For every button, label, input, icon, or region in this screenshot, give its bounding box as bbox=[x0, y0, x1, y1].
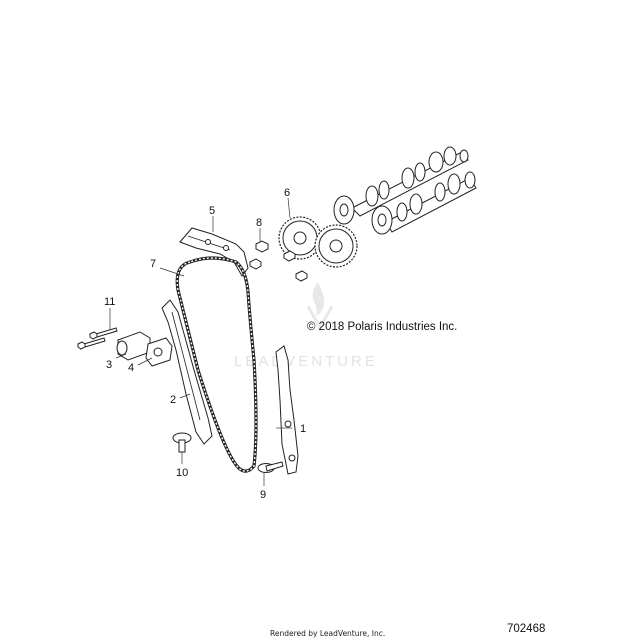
cam-sprocket-right bbox=[314, 224, 358, 268]
copyright-text: © 2018 Polaris Industries Inc. bbox=[307, 321, 457, 333]
callout-9: 9 bbox=[260, 489, 266, 501]
leader-3 bbox=[115, 353, 127, 359]
leader-7 bbox=[159, 267, 185, 277]
callout-5: 5 bbox=[209, 205, 215, 217]
chain-tensioner-guide bbox=[161, 299, 213, 445]
chain-guide-fixed bbox=[275, 345, 299, 475]
leader-2 bbox=[179, 393, 191, 399]
callout-11: 11 bbox=[104, 296, 115, 308]
callout-4: 4 bbox=[128, 362, 134, 374]
callout-7: 7 bbox=[150, 258, 156, 270]
chain-guide-upper bbox=[179, 227, 249, 277]
camshaft-upper bbox=[333, 146, 469, 225]
sprocket-bolt bbox=[283, 250, 296, 262]
callout-10: 10 bbox=[176, 467, 188, 479]
watermark-text: LEADVENTURE bbox=[234, 353, 378, 370]
callout-6: 6 bbox=[284, 187, 290, 199]
leader-6 bbox=[287, 197, 291, 219]
watermark-logo bbox=[306, 282, 334, 332]
camshaft-lower bbox=[371, 171, 477, 235]
bolt-10 bbox=[172, 432, 192, 453]
callout-1: 1 bbox=[300, 423, 306, 435]
bolt-11 bbox=[77, 327, 118, 350]
leader-4 bbox=[137, 357, 153, 366]
cam-sprocket-left bbox=[278, 216, 322, 260]
footer-credit: Rendered by LeadVenture, Inc. bbox=[270, 629, 385, 638]
tensioner-gasket bbox=[145, 337, 173, 367]
bolt-8 bbox=[249, 240, 269, 270]
bolt-9 bbox=[257, 461, 284, 473]
callout-3: 3 bbox=[106, 359, 112, 371]
timing-chain bbox=[175, 256, 258, 473]
callout-2: 2 bbox=[170, 394, 176, 406]
document-number: 702468 bbox=[507, 623, 545, 635]
sprocket-bolt bbox=[295, 270, 308, 282]
callout-8: 8 bbox=[256, 217, 262, 229]
